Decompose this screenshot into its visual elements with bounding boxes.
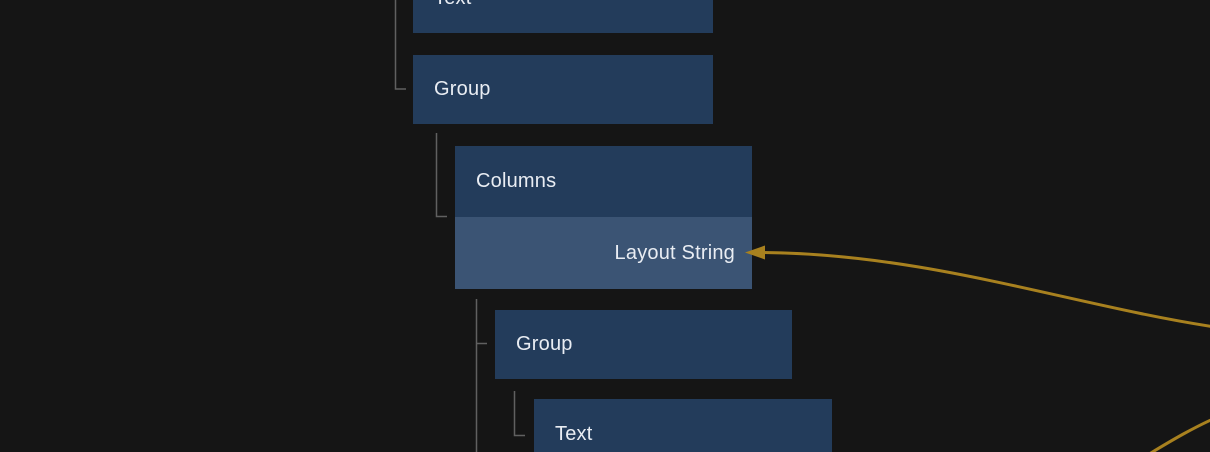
tree-node-text-top[interactable]: Text bbox=[413, 0, 713, 33]
tree-node-columns[interactable]: Columns Layout String bbox=[455, 146, 752, 289]
node-label: Text bbox=[413, 0, 713, 33]
tree-connector-line bbox=[394, 0, 406, 90]
node-field-layout-string[interactable]: Layout String bbox=[455, 217, 752, 289]
connection-wire bbox=[762, 251, 1210, 328]
tree-connector-line bbox=[435, 133, 447, 218]
node-label: Columns bbox=[476, 170, 557, 192]
node-label: Text bbox=[555, 422, 593, 445]
tree-node-group-1[interactable]: Group bbox=[413, 55, 713, 124]
tree-node-text-bottom[interactable]: Text bbox=[534, 399, 832, 452]
tree-node-group-2[interactable]: Group bbox=[495, 310, 792, 379]
node-label: Group bbox=[516, 333, 573, 355]
tree-connector-line bbox=[513, 391, 525, 437]
node-label: Group bbox=[434, 78, 491, 100]
node-field-label: Layout String bbox=[614, 241, 735, 264]
connection-wire bbox=[1149, 418, 1210, 452]
